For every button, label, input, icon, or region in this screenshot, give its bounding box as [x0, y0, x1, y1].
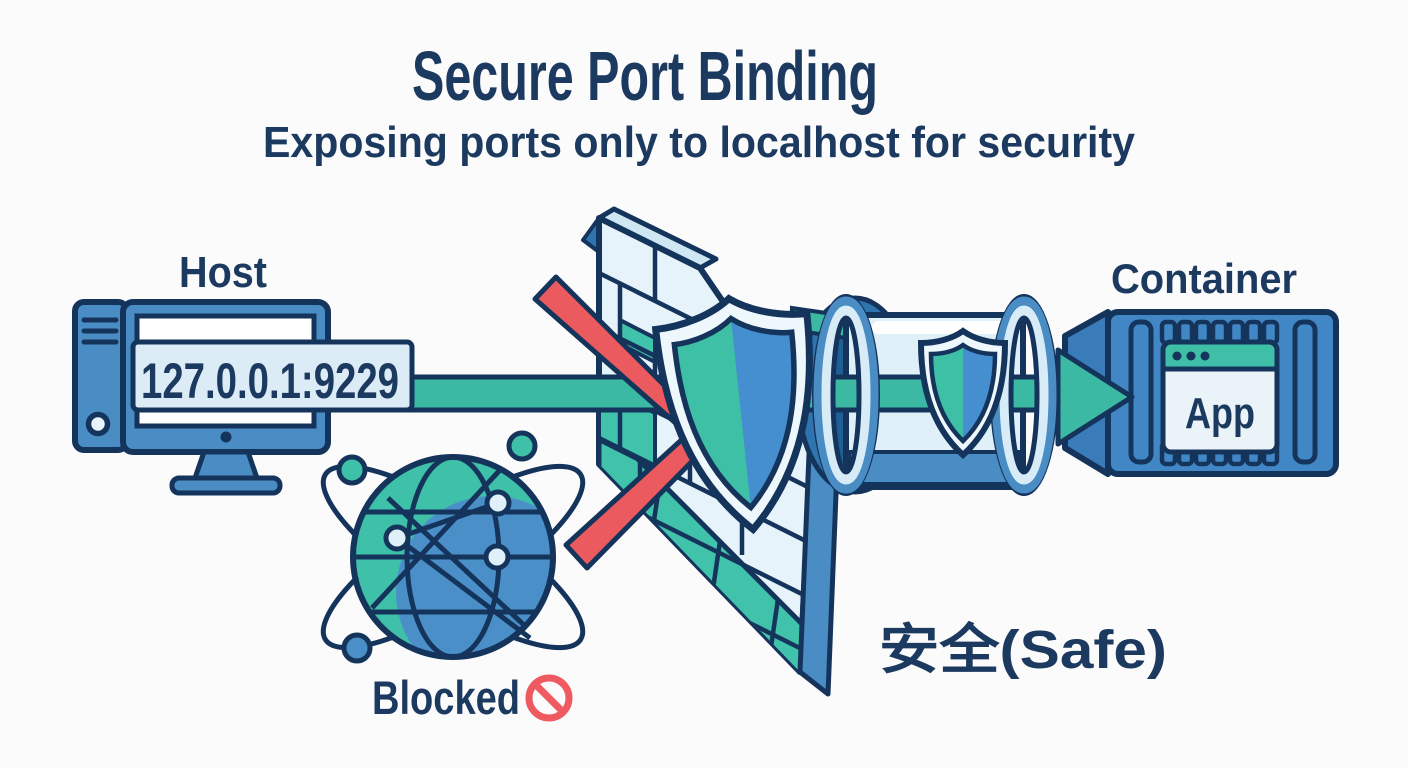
app-window-titlebar — [1160, 339, 1280, 372]
pipe-highlight — [872, 321, 1004, 334]
host-label: Host — [179, 248, 267, 297]
firewall-shield-icon — [651, 294, 813, 535]
orbit-node-icon — [341, 632, 373, 664]
app-window: App — [1160, 339, 1280, 455]
monitor-base — [169, 475, 283, 496]
window-dot-icon — [1172, 351, 1182, 361]
window-dot-icon — [1186, 351, 1196, 361]
address-label: 127.0.0.1:9229 — [141, 353, 399, 409]
prohibition-icon — [525, 674, 573, 722]
tunnel-shield-icon — [917, 327, 1009, 460]
arrow-head-icon — [1055, 347, 1135, 447]
network-node-icon — [484, 489, 512, 517]
page-subtitle: Exposing ports only to localhost for sec… — [263, 118, 1135, 167]
network-node-icon — [383, 524, 411, 552]
address-label-box — [130, 339, 415, 413]
monitor-stand — [192, 449, 260, 481]
tower-button-icon — [85, 411, 111, 437]
page-title: Secure Port Binding — [412, 37, 878, 115]
container-box: App — [1062, 309, 1339, 477]
pipe-bottom-stripe — [847, 450, 1022, 486]
tower-vents-icon — [81, 317, 119, 345]
window-dot-icon — [1200, 351, 1210, 361]
network-chord — [396, 500, 499, 541]
orbit-node-icon — [336, 454, 368, 486]
network-chord — [395, 536, 532, 640]
monitor-power-dot-icon — [220, 431, 232, 443]
container-label: Container — [1111, 255, 1297, 302]
app-label: App — [1185, 389, 1255, 438]
globe-icon — [320, 430, 586, 664]
network-node-icon — [483, 543, 511, 571]
pipe-flange-left — [812, 294, 880, 496]
blocked-label: Blocked — [372, 671, 520, 724]
host-computer: 127.0.0.1:9229 — [72, 299, 415, 496]
safe-label: 安全(Safe) — [879, 620, 1167, 680]
orbit-node-icon — [506, 430, 538, 462]
